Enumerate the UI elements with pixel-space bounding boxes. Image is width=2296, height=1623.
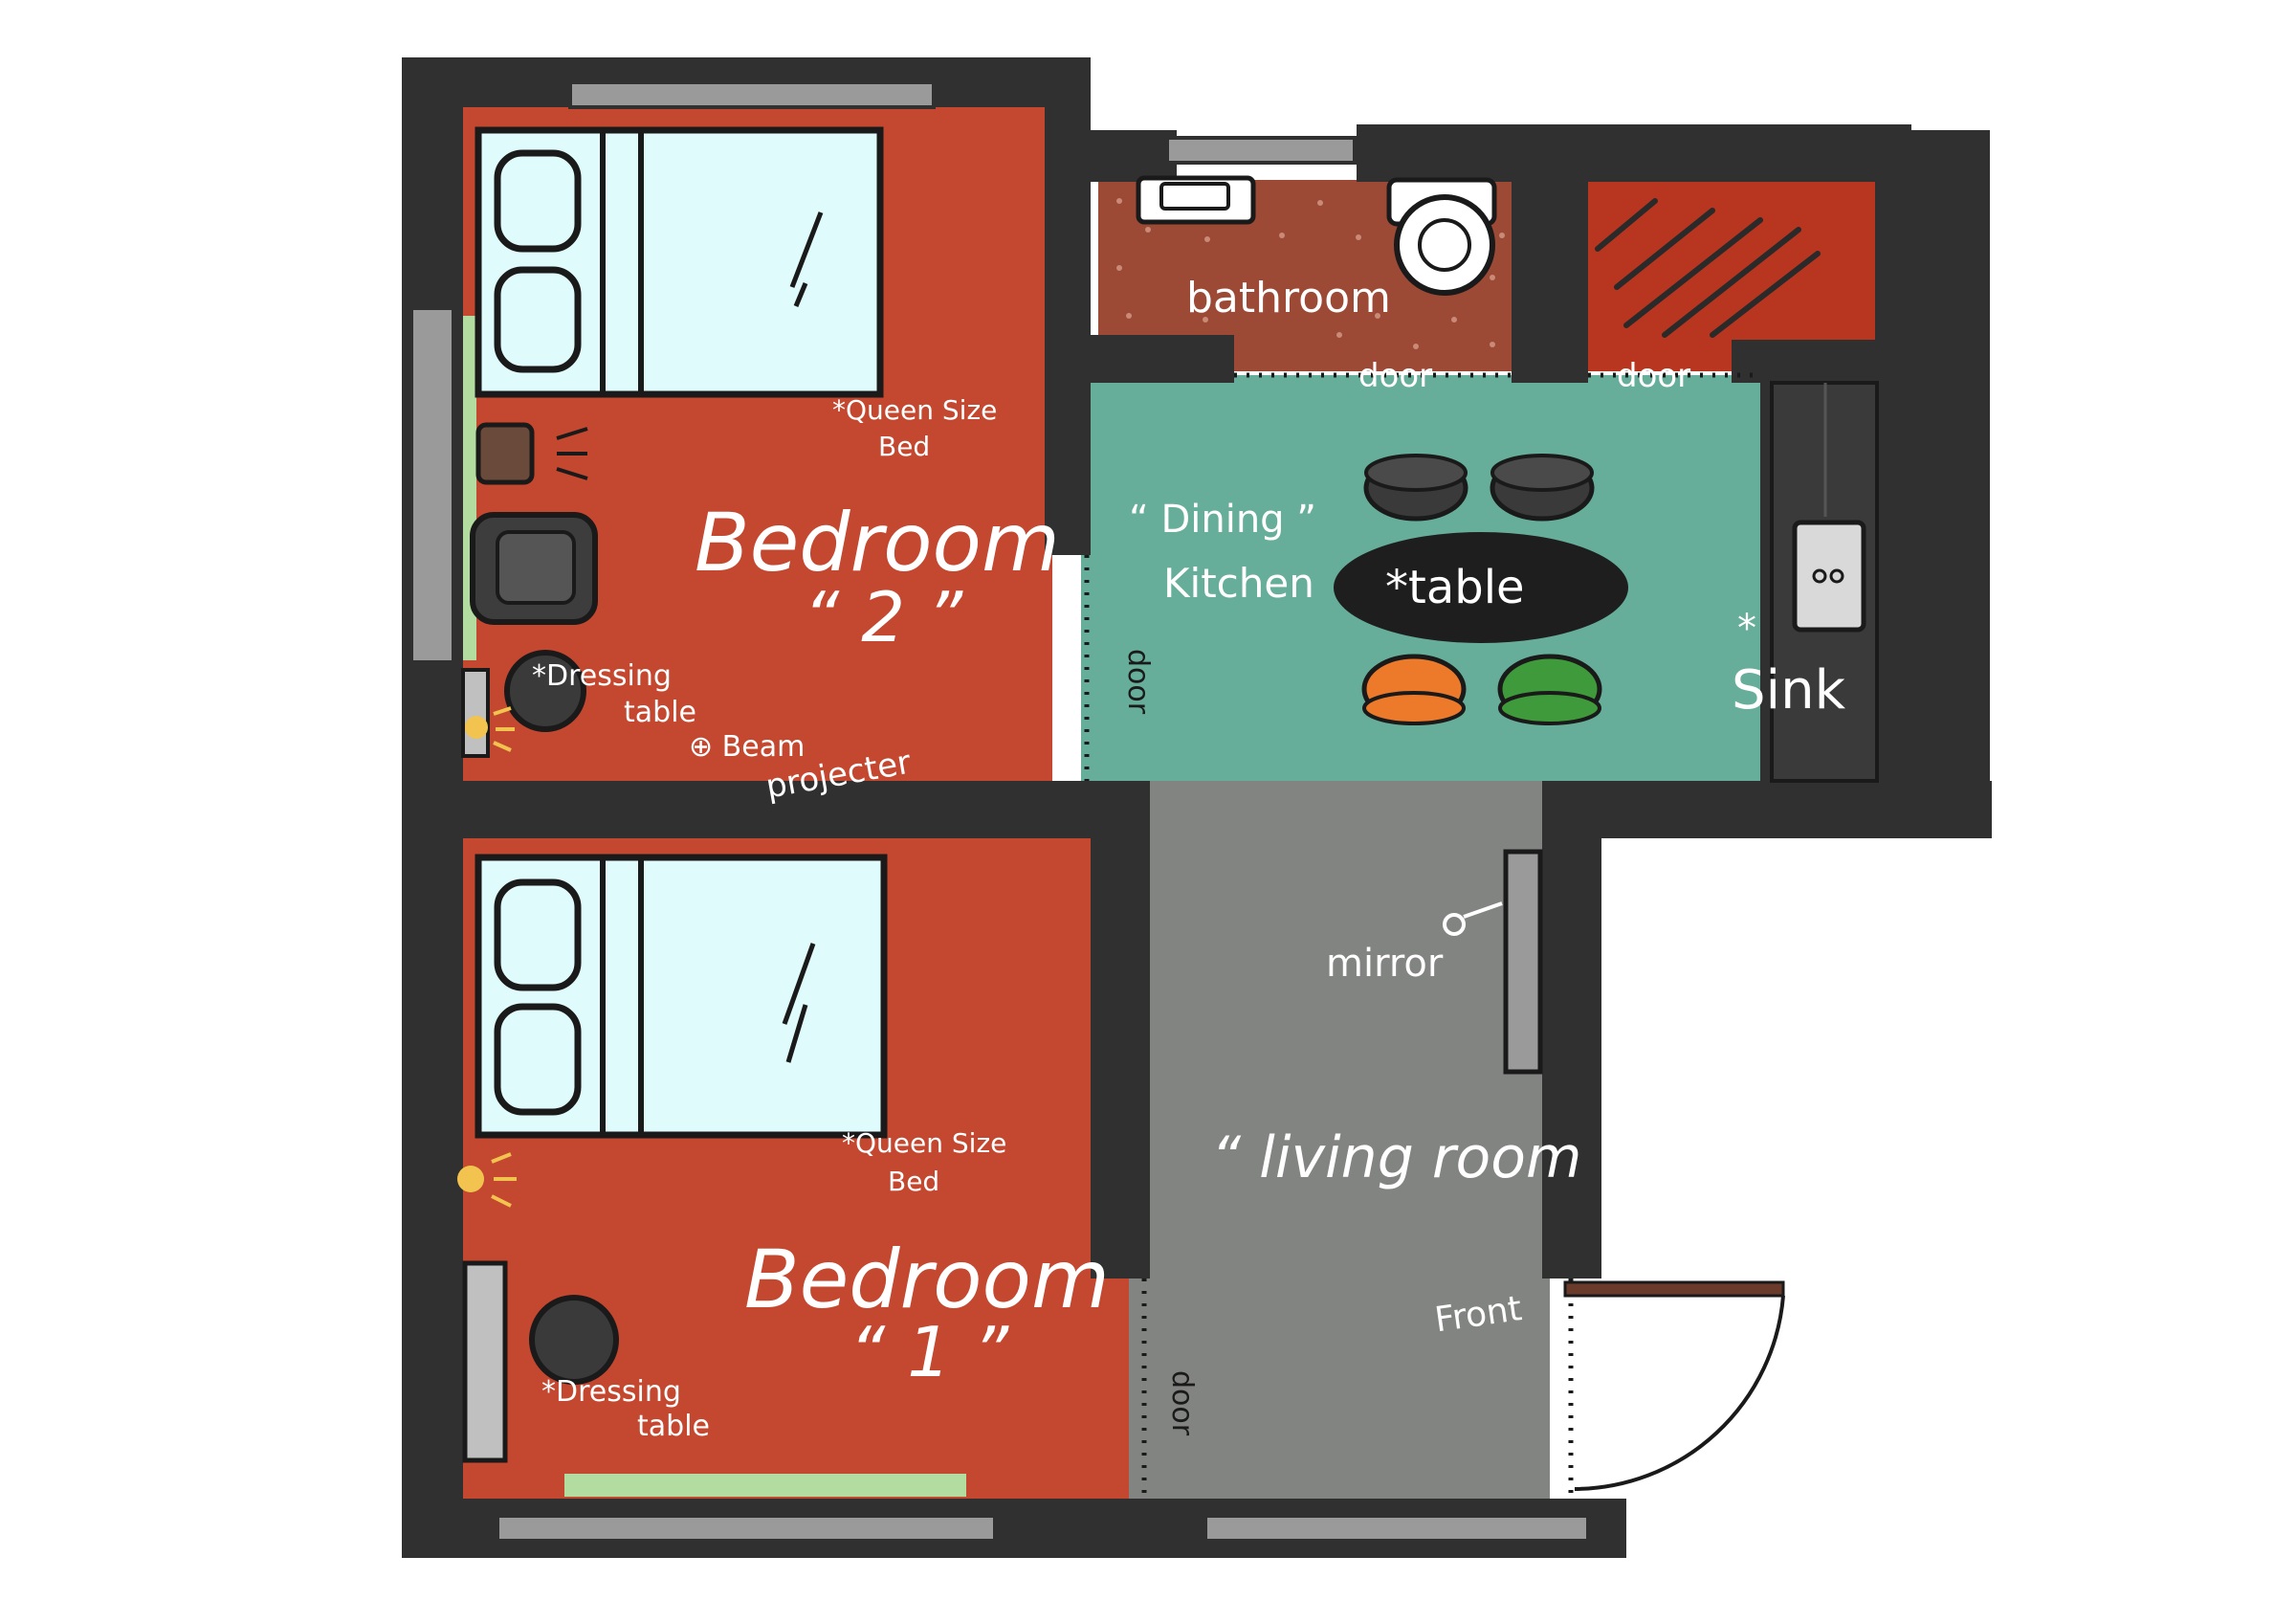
storage-door-label: door: [1617, 357, 1690, 395]
bedroom-2-lamp-icon: [475, 422, 588, 485]
bedroom-1-dressing-label-2: table: [637, 1410, 710, 1443]
bedroom-1-door-label: door: [1165, 1370, 1199, 1436]
bedroom-2-projector-label: ⊕ Beam: [689, 730, 805, 764]
mirror-pointer-icon: [1443, 901, 1503, 936]
dining-chair-bottom-right-icon: [1497, 654, 1602, 725]
door-markers: [1084, 372, 1760, 1499]
bedroom-2-door-label: door: [1121, 649, 1155, 715]
bedroom-1-number: “ 1 ”: [850, 1312, 1009, 1392]
bathroom-door-label: door: [1358, 357, 1432, 395]
bedroom-2-armchair-icon: [470, 512, 598, 625]
living-room-label: “ living room: [1211, 1124, 1581, 1191]
storage-floor: [1588, 180, 1875, 371]
bedroom-2-dressing-table-icon: [461, 668, 490, 758]
bedroom-2-dressing-label: *Dressing: [532, 659, 672, 693]
bedroom-1-dressing-label: *Dressing: [541, 1375, 681, 1409]
kitchen-sink-icon: [1792, 520, 1866, 633]
bedroom-2-dressing-label-2: table: [624, 696, 696, 729]
sink-label: Sink: [1732, 659, 1846, 722]
dining-table-icon: [1334, 532, 1628, 643]
bedroom-1-lamp-icon: [457, 1152, 517, 1208]
dining-table-label: *table: [1385, 561, 1525, 614]
bathroom-label: bathroom: [1186, 274, 1391, 322]
bedroom-2-projector-light-icon: [465, 706, 515, 752]
dining-chair-bottom-left-icon: [1361, 654, 1467, 725]
storage-hatching: [1595, 198, 1821, 338]
bedroom-1-bed: [475, 854, 888, 1139]
living-room-floor: [1129, 781, 1550, 1499]
sink-star: *: [1737, 607, 1756, 651]
bathroom-washbasin-icon: [1136, 175, 1256, 225]
bedroom-1-bed-label-2: Bed: [888, 1166, 939, 1197]
bedroom-1-title: Bedroom: [744, 1233, 1110, 1326]
bedroom-1-dressing-table-stool-icon: [529, 1295, 619, 1385]
bedroom-2-dressing-table-stool-icon: [504, 650, 586, 732]
bedroom-2-bed-label: *Queen Size: [832, 394, 997, 426]
kitchen-label: “ Dining ”: [1129, 498, 1316, 542]
bedroom-1-rug-strip: [564, 1474, 966, 1497]
bedroom-1-bed-label: *Queen Size: [842, 1127, 1006, 1159]
bedroom-2-bed-label-2: Bed: [878, 431, 930, 462]
bedroom-2-bed: [475, 126, 884, 398]
mirror-icon: [1503, 849, 1543, 1075]
dining-chair-top-left-icon: [1363, 454, 1468, 522]
bathroom-toilet-icon: [1386, 177, 1497, 296]
bedroom-2-title: Bedroom: [695, 496, 1060, 589]
windows: [409, 80, 1590, 1543]
mirror-label: mirror: [1326, 942, 1444, 986]
front-door-icon: [1563, 1280, 1785, 1491]
kitchen-label-2: Kitchen: [1163, 560, 1314, 607]
bedroom-1-dressing-table-icon: [462, 1260, 508, 1463]
dining-chair-top-right-icon: [1490, 454, 1595, 522]
bedroom-2-number: “ 2 ”: [804, 577, 963, 657]
